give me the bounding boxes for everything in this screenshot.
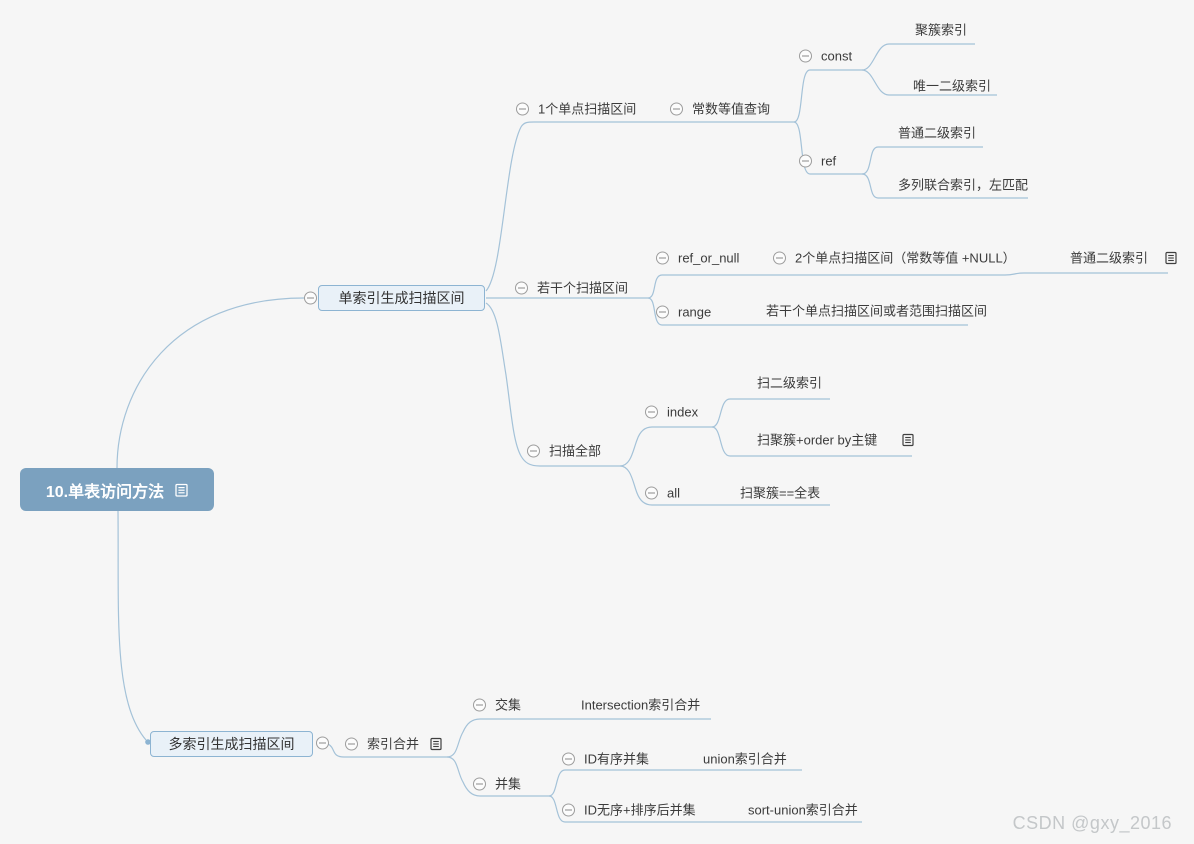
node-label: 扫描全部 (549, 443, 602, 459)
collapse-icon[interactable] (656, 305, 669, 319)
node-ref-or-null[interactable]: ref_or_null (656, 250, 740, 266)
node-several-ranges[interactable]: 若干个扫描区间 (515, 280, 629, 296)
node-intersection-merge[interactable]: Intersection索引合并 (581, 699, 700, 712)
node-label: ID有序并集 (584, 751, 650, 767)
node-scan-cluster-order-by[interactable]: 扫聚簇+order by主键 (757, 434, 914, 447)
node-range[interactable]: range (656, 304, 712, 320)
node-label: sort-union索引合并 (748, 802, 858, 818)
collapse-icon[interactable] (316, 736, 329, 750)
node-label: union索引合并 (703, 751, 787, 767)
root-node-label: 10.单表访问方法 (45, 483, 165, 501)
collapse-icon[interactable] (799, 154, 812, 168)
collapse-icon[interactable] (645, 405, 658, 419)
node-label: 1个单点扫描区间 (538, 101, 637, 117)
node-ref[interactable]: ref (799, 153, 837, 169)
node-label: index (667, 404, 699, 420)
node-id-ordered-union[interactable]: ID有序并集 (562, 751, 650, 767)
collapse-icon[interactable] (562, 803, 575, 817)
watermark: CSDN @gxy_2016 (1012, 813, 1172, 833)
node-label: 索引合并 (367, 736, 420, 752)
collapse-icon[interactable] (799, 49, 812, 63)
node-range-description[interactable]: 若干个单点扫描区间或者范围扫描区间 (766, 305, 987, 318)
node-all[interactable]: all (645, 485, 681, 501)
node-union-merge[interactable]: union索引合并 (703, 753, 787, 766)
collapse-icon[interactable] (773, 251, 786, 265)
branch-node-label: 多索引生成扫描区间 (168, 736, 295, 752)
node-label: 唯一二级索引 (913, 78, 992, 94)
node-label: 扫聚簇+order by主键 (757, 432, 878, 448)
node-label: ref_or_null (678, 250, 740, 266)
collapse-icon[interactable] (645, 486, 658, 500)
node-scan-secondary[interactable]: 扫二级索引 (757, 377, 822, 390)
collapse-icon[interactable] (304, 291, 317, 305)
node-unique-secondary-index[interactable]: 唯一二级索引 (913, 80, 991, 93)
collapse-icon[interactable] (527, 444, 540, 458)
node-label: const (821, 48, 853, 64)
node-clustered-index[interactable]: 聚簇索引 (915, 24, 967, 37)
node-label: 普通二级索引 (1070, 250, 1149, 266)
node-label: 多列联合索引，左匹配 (898, 177, 1029, 193)
node-index[interactable]: index (645, 404, 699, 420)
node-label: ref (821, 153, 837, 169)
collapse-icon[interactable] (515, 281, 528, 295)
node-label: 扫二级索引 (757, 375, 823, 391)
node-one-point[interactable]: 1个单点扫描区间 (516, 101, 637, 117)
collapse-icon[interactable] (656, 251, 669, 265)
node-label: 交集 (495, 697, 522, 713)
node-sort-union-merge[interactable]: sort-union索引合并 (748, 804, 858, 817)
node-const-query[interactable]: 常数等值查询 (670, 101, 771, 117)
node-label: ID无序+排序后并集 (584, 802, 696, 818)
collapse-icon[interactable] (670, 102, 683, 116)
node-label: 若干个扫描区间 (537, 280, 629, 296)
node-label: range (678, 304, 712, 320)
node-common-secondary-index-1[interactable]: 普通二级索引 (898, 127, 976, 140)
node-label: 常数等值查询 (692, 101, 771, 117)
branch-node-multi-index[interactable]: 多索引生成扫描区间 (150, 731, 313, 757)
node-label: all (667, 485, 681, 501)
notes-icon[interactable] (902, 433, 914, 447)
node-intersection[interactable]: 交集 (473, 697, 522, 713)
node-label: Intersection索引合并 (581, 697, 701, 713)
node-two-point-range[interactable]: 2个单点扫描区间（常数等值 +NULL） (773, 250, 1016, 266)
collapse-icon[interactable] (473, 777, 486, 791)
node-common-secondary-index-2[interactable]: 普通二级索引 (1070, 252, 1177, 265)
notes-icon[interactable] (430, 737, 442, 751)
node-id-unordered-union[interactable]: ID无序+排序后并集 (562, 802, 696, 818)
node-scan-all[interactable]: 扫描全部 (527, 443, 602, 459)
collapse-icon[interactable] (345, 737, 358, 751)
node-label: 2个单点扫描区间（常数等值 +NULL） (795, 250, 1016, 266)
branch-node-single-index[interactable]: 单索引生成扫描区间 (318, 285, 485, 311)
collapse-icon[interactable] (516, 102, 529, 116)
notes-icon[interactable] (175, 483, 188, 497)
node-label: 扫聚簇==全表 (740, 485, 821, 501)
branch-node-label: 单索引生成扫描区间 (338, 290, 465, 306)
node-scan-cluster-full-table[interactable]: 扫聚簇==全表 (740, 487, 820, 500)
collapse-icon[interactable] (562, 752, 575, 766)
node-multi-column-index[interactable]: 多列联合索引，左匹配 (898, 179, 1028, 192)
node-label: 聚簇索引 (915, 22, 968, 38)
node-const[interactable]: const (799, 48, 853, 64)
node-label: 并集 (495, 776, 522, 792)
node-index-merge[interactable]: 索引合并 (345, 736, 442, 752)
root-node[interactable]: 10.单表访问方法 (20, 468, 214, 511)
node-label: 普通二级索引 (898, 125, 977, 141)
notes-icon[interactable] (1165, 251, 1177, 265)
node-union[interactable]: 并集 (473, 776, 522, 792)
node-label: 若干个单点扫描区间或者范围扫描区间 (766, 303, 988, 319)
collapse-icon[interactable] (473, 698, 486, 712)
